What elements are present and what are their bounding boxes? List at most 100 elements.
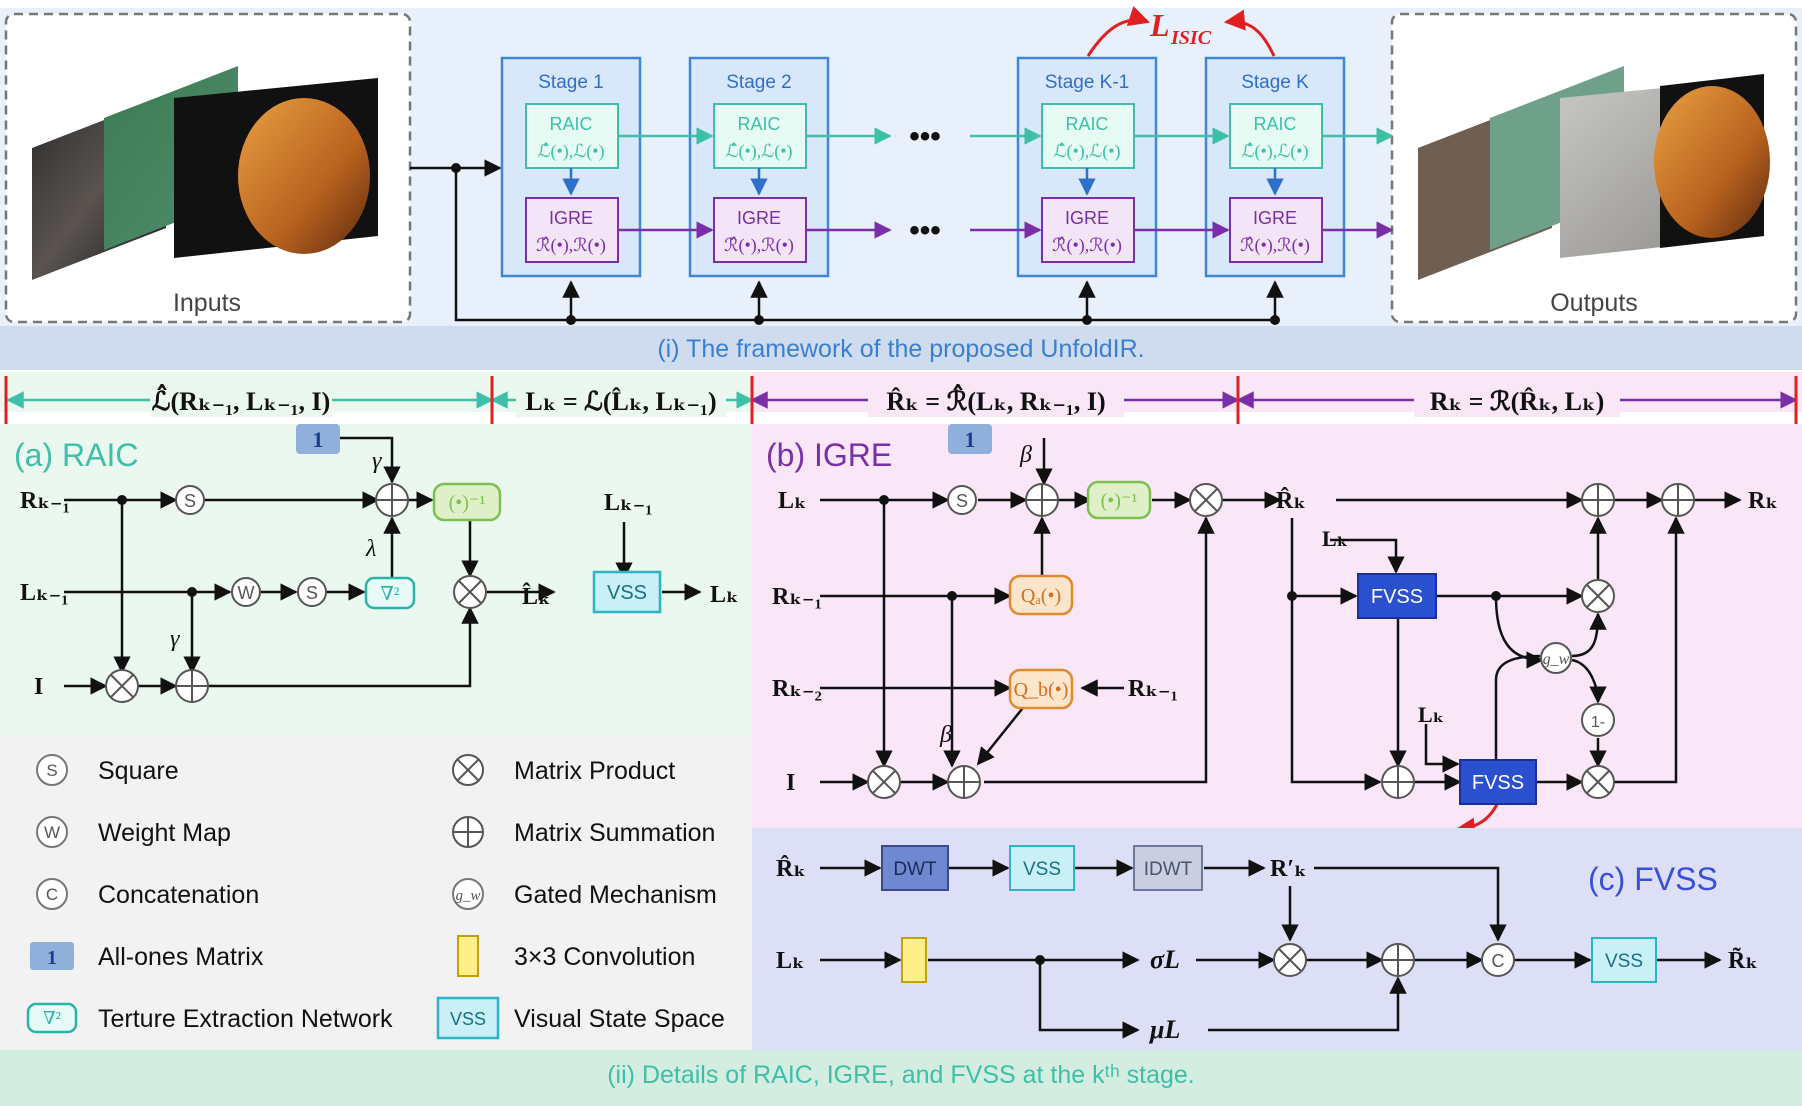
svg-text:C: C bbox=[1492, 951, 1505, 971]
fvss-rk-prime: R′ₖ bbox=[1270, 856, 1307, 882]
svg-text:Lₖ: Lₖ bbox=[1418, 702, 1444, 727]
igre-qb-block bbox=[1008, 668, 1074, 710]
raic-label: RAIC bbox=[549, 114, 592, 134]
legend-label: Square bbox=[98, 757, 179, 785]
raic-lk-hat: L̂ₖ bbox=[522, 583, 551, 610]
svg-text:Lₖ: Lₖ bbox=[1322, 526, 1348, 551]
igre-input-i: I bbox=[786, 770, 795, 796]
raic-square-op bbox=[175, 485, 205, 515]
raic-functions: ℒ̂(•),ℒ(•) bbox=[537, 141, 604, 162]
stage-title: Stage 1 bbox=[538, 72, 604, 93]
raic-ones-matrix bbox=[296, 424, 340, 454]
fvss-output: R̃ₖ bbox=[1728, 948, 1758, 974]
input-bus bbox=[454, 168, 1274, 322]
ellipsis-igre: ••• bbox=[909, 214, 941, 247]
svg-text:W: W bbox=[44, 823, 60, 842]
loss-arrow-right bbox=[1223, 9, 1276, 57]
raic-square-op-2 bbox=[297, 577, 327, 607]
fvss-conv-block bbox=[901, 937, 927, 983]
stage-title: Stage K-1 bbox=[1045, 72, 1130, 93]
svg-text:β: β bbox=[1019, 442, 1032, 468]
fvss-input-lk: Lₖ bbox=[776, 948, 805, 974]
igre-square-op bbox=[947, 485, 977, 515]
framework-caption-bar bbox=[0, 326, 1802, 370]
legend-item: Matrix Product bbox=[452, 754, 675, 786]
bottom-caption: (ii) Details of RAIC, IGRE, and FVSS at … bbox=[607, 1061, 1195, 1089]
raic-label: RAIC bbox=[1065, 114, 1108, 134]
raic-input-r: Rₖ₋₁ bbox=[20, 488, 70, 514]
svg-text:λ: λ bbox=[365, 536, 376, 562]
igre-label: IGRE bbox=[549, 208, 593, 228]
legend-label: Matrix Summation bbox=[514, 819, 715, 847]
inputs-label: Inputs bbox=[173, 289, 241, 317]
igre-input-rk1: Rₖ₋₁ bbox=[772, 584, 822, 610]
igre-label: IGRE bbox=[1253, 208, 1297, 228]
igre-rk-hat: R̂ₖ bbox=[1276, 487, 1306, 514]
svg-text:Qₐ(•): Qₐ(•) bbox=[1021, 585, 1061, 607]
svg-text:1-: 1- bbox=[1591, 714, 1605, 731]
equation-raic: Lₖ = ℒ(L̂ₖ, Lₖ₋₁) bbox=[525, 387, 716, 416]
igre-functions: ℛ̂(•),ℛ(•) bbox=[536, 235, 606, 256]
legend-item: Matrix Summation bbox=[452, 816, 715, 848]
fvss-idwt-block bbox=[1133, 845, 1203, 891]
bottom-caption-bar bbox=[0, 1050, 1802, 1106]
igre-title: (b) IGRE bbox=[766, 437, 892, 473]
raic-inverse-op bbox=[432, 482, 502, 522]
loss-subscript: ISIC bbox=[1170, 27, 1212, 49]
igre-panel bbox=[752, 424, 1802, 828]
loss-symbol: L bbox=[1149, 7, 1170, 43]
raic-input-i: I bbox=[34, 674, 43, 700]
raic-functions: ℒ̂(•),ℒ(•) bbox=[1053, 141, 1120, 162]
stage-title: Stage K bbox=[1241, 72, 1309, 93]
igre-ones-matrix bbox=[948, 424, 992, 454]
raic-texture-network bbox=[364, 576, 416, 610]
equation-igre: Rₖ = ℛ(R̂ₖ, Lₖ) bbox=[1430, 387, 1605, 416]
legend-label: Matrix Product bbox=[514, 757, 675, 785]
igre-input-lk: Lₖ bbox=[778, 488, 807, 514]
outputs-label: Outputs bbox=[1550, 289, 1638, 317]
svg-text:VSS: VSS bbox=[450, 1009, 486, 1029]
fvss-sigma: σL bbox=[1150, 945, 1180, 974]
igre-label: IGRE bbox=[1065, 208, 1109, 228]
svg-text:S: S bbox=[184, 491, 196, 511]
igre-gated-op bbox=[1540, 642, 1572, 674]
igre-input-rk2: Rₖ₋₂ bbox=[772, 676, 822, 702]
raic-lk-out: Lₖ bbox=[710, 582, 739, 608]
raic-input-l: Lₖ₋₁ bbox=[20, 580, 68, 606]
svg-text:FVSS: FVSS bbox=[1472, 772, 1524, 794]
raic-functions: ℒ̂(•),ℒ(•) bbox=[725, 141, 792, 162]
svg-text:W: W bbox=[238, 583, 255, 603]
igre-functions: ℛ̂(•),ℛ(•) bbox=[1052, 235, 1122, 256]
svg-text:1: 1 bbox=[47, 947, 57, 969]
svg-text:(•)⁻¹: (•)⁻¹ bbox=[1101, 490, 1138, 512]
fvss-vss-block bbox=[1009, 845, 1075, 891]
igre-functions: ℛ̂(•),ℛ(•) bbox=[1240, 235, 1310, 256]
igre-input-rk1-right: Rₖ₋₁ bbox=[1128, 676, 1178, 702]
igre-functions: ℛ̂(•),ℛ(•) bbox=[724, 235, 794, 256]
igre-one-minus-op bbox=[1581, 703, 1615, 737]
legend-label: Terture Extraction Network bbox=[98, 1005, 393, 1033]
svg-text:γ: γ bbox=[372, 448, 382, 474]
legend-label: 3×3 Convolution bbox=[514, 943, 695, 971]
svg-text:Q_b(•): Q_b(•) bbox=[1014, 679, 1069, 701]
raic-vss-block bbox=[592, 570, 662, 614]
svg-text:1: 1 bbox=[965, 427, 976, 452]
svg-text:β: β bbox=[939, 722, 952, 748]
svg-text:S: S bbox=[306, 583, 318, 603]
ellipsis-raic: ••• bbox=[909, 120, 941, 153]
equation-raic-hat: ℒ̂(Rₖ₋₁, Lₖ₋₁, I) bbox=[152, 383, 331, 416]
igre-rk-out: Rₖ bbox=[1748, 488, 1778, 514]
svg-text:g_w: g_w bbox=[455, 888, 480, 904]
svg-text:IDWT: IDWT bbox=[1144, 859, 1193, 880]
raic-lk-prev: Lₖ₋₁ bbox=[604, 490, 652, 516]
stage-title: Stage 2 bbox=[726, 72, 792, 93]
svg-text:S: S bbox=[956, 491, 968, 511]
raic-label: RAIC bbox=[737, 114, 780, 134]
svg-text:(•)⁻¹: (•)⁻¹ bbox=[449, 492, 486, 514]
svg-text:VSS: VSS bbox=[1605, 951, 1643, 972]
